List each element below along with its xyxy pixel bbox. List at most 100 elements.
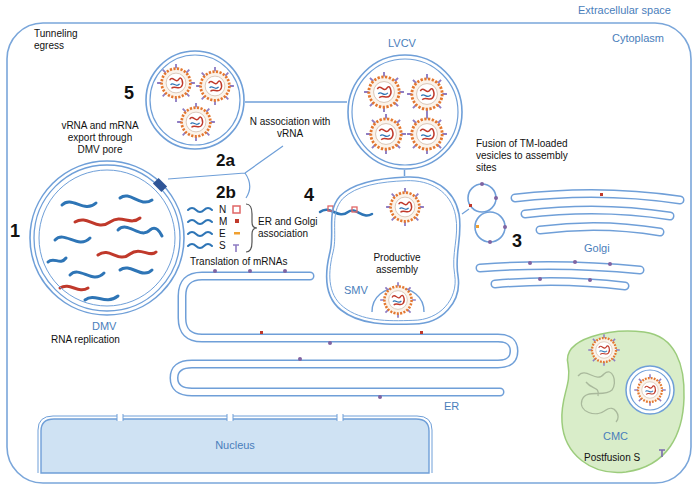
smv-assembly: [352, 207, 357, 212]
golgi-stack: [480, 193, 680, 286]
egress-virions: [196, 67, 234, 105]
dmv-vesicle-outline: [153, 178, 167, 192]
er-cargo: [248, 269, 252, 273]
cmc-compartment-outline: [659, 450, 665, 457]
protein-label: E: [219, 228, 231, 240]
golgi-cargo: [588, 278, 592, 282]
dmv-rna: [70, 272, 104, 277]
nucleus-outline: [38, 416, 432, 473]
connector-line: [404, 170, 406, 176]
nucleus-outline: [117, 414, 123, 421]
organelle-label: ER: [444, 400, 468, 413]
connector-line: [245, 101, 347, 103]
smv-compartment-outline: [330, 181, 457, 321]
golgi-cargo: [573, 260, 577, 264]
annotation-label: ER and Golgi association: [258, 216, 324, 240]
lvcv-virions: [366, 114, 406, 154]
dmv-rna: [60, 218, 156, 290]
cmc-compartment-outline: [634, 374, 666, 406]
region-label: Cytoplasm: [612, 32, 678, 45]
egress-virions: [177, 103, 215, 141]
dmv-rna: [60, 286, 88, 289]
smv-compartment-outline: [327, 177, 461, 324]
annotation-label: vRNA and mRNA export through DMV pore: [58, 120, 142, 156]
golgi-cargo: [528, 261, 532, 265]
er-network: [174, 276, 514, 392]
dmv-vesicle-outline: [153, 178, 167, 192]
golgi-stack: [480, 265, 640, 270]
region-label: Extracellular space: [578, 4, 690, 17]
mrna-strands: [188, 244, 212, 248]
tm-vesicles: [462, 182, 507, 244]
callout-number: 5: [124, 84, 140, 102]
tm-vesicles: [468, 184, 496, 212]
lvcv-virions: [364, 72, 447, 154]
dmv-rna: [75, 218, 140, 225]
nucleus-outline: [41, 419, 429, 473]
golgi-stack: [480, 265, 640, 270]
cmc-compartment-outline: [578, 372, 618, 422]
golgi-stack: [540, 226, 660, 232]
lvcv-virions: [407, 114, 447, 154]
dmv-vesicle-outline: [39, 170, 175, 306]
golgi-cargo: [538, 277, 542, 281]
dmv-vesicle: DMVRNA replication: [29, 160, 185, 316]
organelle-label: Golgi: [584, 242, 624, 255]
tm-vesicles: [488, 240, 492, 244]
cmc-compartment-outline: [630, 370, 670, 410]
organelle-label: CMC: [603, 430, 643, 443]
dmv-rna: [98, 251, 156, 257]
protein-icons: [235, 219, 239, 223]
dmv-rna: [48, 258, 66, 262]
dmv-rna: [120, 196, 152, 202]
er-cargo: [420, 331, 423, 334]
cell-membrane-outline: [7, 23, 691, 483]
callout-number: 2a: [216, 152, 242, 169]
er-cargo: [213, 269, 217, 273]
organelle-label: LVCV: [388, 37, 428, 50]
tm-vesicles: [462, 209, 469, 214]
tm-vesicles: [494, 196, 498, 200]
golgi-stack: [480, 193, 680, 286]
protein-label: S: [219, 240, 231, 252]
egress-vesicle-outline: [146, 51, 244, 149]
cmc-compartment: CMCPostfusion S: [556, 326, 686, 476]
callout-number: 2b: [216, 184, 242, 201]
protein-label: N: [219, 204, 231, 216]
protein-icons: [233, 245, 239, 252]
nucleus-outline: [337, 414, 343, 421]
organelle-label: DMV: [92, 320, 132, 333]
egress-virions: [157, 64, 234, 141]
lvcv-virions: [407, 74, 447, 114]
golgi-stack: [495, 281, 625, 286]
nucleus: Nucleus: [40, 415, 430, 474]
bracket: [246, 204, 257, 252]
nucleus-outline: [117, 414, 123, 421]
lvcv-vesicle-outline: [347, 54, 463, 170]
egress-virions: [157, 64, 195, 102]
nucleus-outline: [227, 414, 233, 421]
dmv-rna: [48, 196, 162, 300]
annotation-label: N association with vRNA: [246, 116, 334, 140]
mrna-strands: [188, 208, 212, 248]
callout-number: 1: [10, 222, 26, 240]
callout-number: 4: [304, 186, 320, 204]
annotation-label: Translation of mRNAs: [190, 256, 302, 268]
er-cargo: [298, 357, 302, 361]
protein-icons: [233, 206, 240, 213]
er-cargo: [213, 269, 423, 399]
golgi-stack: [515, 193, 680, 200]
smv-assembly: [386, 188, 424, 226]
cmc-compartment-outline: [588, 334, 620, 366]
lvcv-vesicle-outline: [352, 59, 458, 165]
golgi-stack: [525, 210, 670, 216]
organelle-label: Nucleus: [200, 439, 270, 452]
process-label: Productive assembly: [362, 252, 432, 276]
dmv-rna: [62, 202, 96, 207]
protein-label: M: [219, 216, 231, 228]
tm-vesicles: [469, 204, 472, 207]
golgi-stack: [515, 193, 680, 200]
golgi-stack: [495, 281, 625, 286]
dmv-rna: [118, 227, 162, 236]
